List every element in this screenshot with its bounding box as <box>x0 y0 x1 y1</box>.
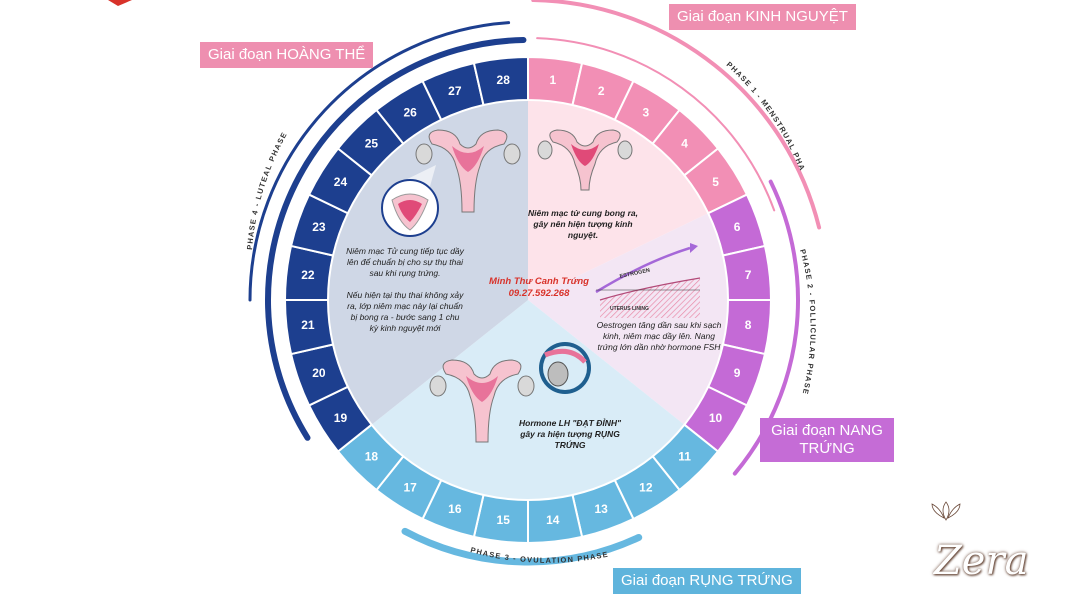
outer-arc-menstrual <box>531 0 822 230</box>
phase-label-luteal: Giai đoạn HOÀNG THỂ <box>200 42 374 68</box>
graph-label-uterus-lining: UTERUS LINING <box>610 306 649 312</box>
day-label-1: 1 <box>549 73 556 87</box>
day-label-5: 5 <box>712 175 719 189</box>
arc-text-follicular: PHASE 2 - FOLLICULAR PHASE <box>798 248 818 396</box>
day-label-27: 27 <box>448 84 462 98</box>
phase-label-ovulation: Giai đoạn RỤNG TRỨNG <box>613 568 801 594</box>
contact-phone: 09.27.592.268 <box>508 288 570 299</box>
day-label-26: 26 <box>403 105 417 119</box>
day-label-25: 25 <box>365 136 379 150</box>
outer-arc-follicular <box>732 179 800 476</box>
outer-arc-ovulation <box>401 527 643 566</box>
uterus-illustration-menstrual <box>537 129 633 191</box>
contact-name: Minh Thư Canh Trứng <box>489 276 589 287</box>
ovary-zoom-ovulation <box>539 342 591 394</box>
outer-phase-arcs <box>248 0 822 566</box>
day-label-15: 15 <box>497 513 511 527</box>
day-label-4: 4 <box>681 136 688 150</box>
phase-label-menstrual: Giai đoạn KINH NGUYỆT <box>669 4 856 30</box>
day-label-9: 9 <box>734 366 741 380</box>
uterus-illustration-luteal <box>415 129 521 213</box>
description-menstrual: Niêm mạc tử cung bong ra, gây nên hiện t… <box>528 208 638 240</box>
day-label-3: 3 <box>643 105 650 119</box>
day-label-21: 21 <box>301 318 315 332</box>
sector-luteal <box>328 100 528 425</box>
outer-arc-luteal <box>265 37 527 441</box>
day-label-28: 28 <box>497 73 511 87</box>
day-label-18: 18 <box>365 450 379 464</box>
day-label-20: 20 <box>312 366 326 380</box>
day-segment-28 <box>472 55 529 107</box>
sector-follicular <box>528 213 728 425</box>
day-label-6: 6 <box>734 220 741 234</box>
phase-sectors <box>328 100 728 500</box>
description-luteal-1: Niêm mạc Tử cung tiếp tục dầy lên để chu… <box>346 246 464 278</box>
uterus-illustration-ovulation <box>429 359 535 443</box>
day-label-23: 23 <box>312 220 326 234</box>
contact-watermark: Minh Thư Canh Trứng 09.27.592.268 <box>484 276 594 300</box>
zera-logo-text: Zera <box>934 538 1029 584</box>
day-label-19: 19 <box>334 411 348 425</box>
description-follicular: Oestrogen tăng dần sau khi sạch kinh, ni… <box>596 320 722 352</box>
corner-mark <box>108 0 132 6</box>
day-label-16: 16 <box>448 502 462 516</box>
day-label-24: 24 <box>334 175 348 189</box>
day-label-8: 8 <box>745 318 752 332</box>
day-ring: 1234567891011121314151617181920212223242… <box>283 55 773 545</box>
description-luteal-2: Nếu hiện tại thụ thai không xảy ra, lớp … <box>346 290 464 333</box>
day-label-2: 2 <box>598 84 605 98</box>
day-label-12: 12 <box>639 481 653 495</box>
arc-text-luteal: PHASE 4 - LUTEAL PHASE <box>245 130 289 250</box>
outer-arc-luteal-outer <box>248 21 511 302</box>
day-label-17: 17 <box>403 481 417 495</box>
day-label-7: 7 <box>745 268 752 282</box>
day-label-14: 14 <box>546 513 560 527</box>
outer-arc-menstrual-inner <box>536 37 776 212</box>
sector-ovulation <box>371 300 685 500</box>
day-label-22: 22 <box>301 268 315 282</box>
zoom-lens-luteal <box>381 165 439 237</box>
day-label-11: 11 <box>678 450 691 464</box>
phase-label-follicular: Giai đoạn NANG TRỨNG <box>760 418 894 462</box>
day-label-13: 13 <box>594 502 608 516</box>
zera-logo-mark <box>931 500 961 522</box>
description-ovulation: Hormone LH "ĐẠT ĐỈNH" gây ra hiện tượng … <box>518 418 622 450</box>
day-label-10: 10 <box>709 411 723 425</box>
